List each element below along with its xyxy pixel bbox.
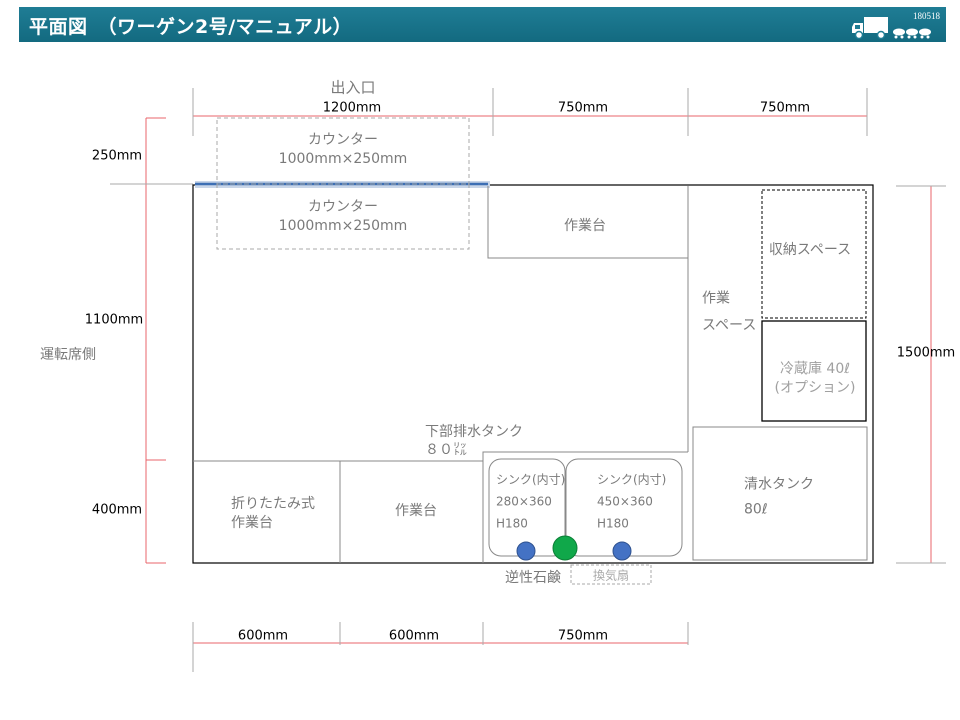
soap-label: 逆性石鹸 (505, 570, 561, 586)
entrance-label: 出入口 (330, 78, 376, 97)
worktable-top-label: 作業台 (564, 218, 606, 234)
document-code: 180518 (913, 11, 940, 21)
clean-water-tank (692, 426, 868, 561)
dim-top-3: 750mm (759, 100, 811, 116)
dim-top-1: 1200mm (322, 100, 382, 116)
dim-left-3: 400mm (91, 502, 143, 518)
work-space-label: 作業 スペース (702, 290, 757, 333)
dim-top-2: 750mm (557, 100, 609, 116)
fan-dot (552, 535, 578, 561)
dim-bottom-3: 750mm (557, 628, 609, 644)
dim-left-1: 250mm (91, 148, 143, 164)
counter-inner-label: カウンター 1000mm×250mm (278, 199, 408, 234)
dim-bottom-2: 600mm (388, 628, 440, 644)
page-title: 平面図 （ワーゲン2号/マニュアル） (29, 16, 353, 38)
worktable-bottom-label: 作業台 (395, 503, 437, 519)
fan-box (570, 564, 652, 585)
fridge-label: 冷蔵庫 40ℓ (オプション) (774, 361, 856, 396)
faucet-dot (612, 541, 632, 561)
top-dimension (192, 88, 868, 136)
right-dimension (896, 185, 946, 564)
truck-icon (852, 17, 931, 40)
vehicle-outline (192, 184, 874, 564)
drain-tank-label: 下部排水タンク ８０㍑ (425, 423, 523, 458)
dim-bottom-1: 600mm (237, 628, 289, 644)
counter-inner (216, 183, 470, 250)
dim-left-2: 1100mm (84, 312, 144, 328)
folding-table-label: 折りたたみ式 作業台 (231, 496, 315, 531)
storage-label: 収納スペース (768, 242, 852, 258)
fridge-box (761, 320, 867, 422)
counter-top-label: カウンター 1000mm×250mm (278, 132, 408, 167)
driver-side-label: 運転席側 (40, 347, 96, 363)
soap-dispenser-dot (516, 541, 536, 561)
fan-label: 換気扇 (592, 568, 630, 583)
bottom-dimension (192, 622, 689, 672)
worktable-top (487, 186, 688, 259)
clean-tank-label: 清水タンク 80ℓ (744, 476, 814, 518)
storage-box (761, 189, 867, 319)
sink-left-label: シンク(内寸) 280×360 H180 (496, 472, 566, 532)
header-bar: 平面図 （ワーゲン2号/マニュアル） 180518 (19, 7, 946, 42)
dim-right: 1500mm (896, 345, 956, 361)
left-dimension (110, 117, 193, 564)
sink-right-label: シンク(内寸) 450×360 H180 (597, 472, 667, 532)
